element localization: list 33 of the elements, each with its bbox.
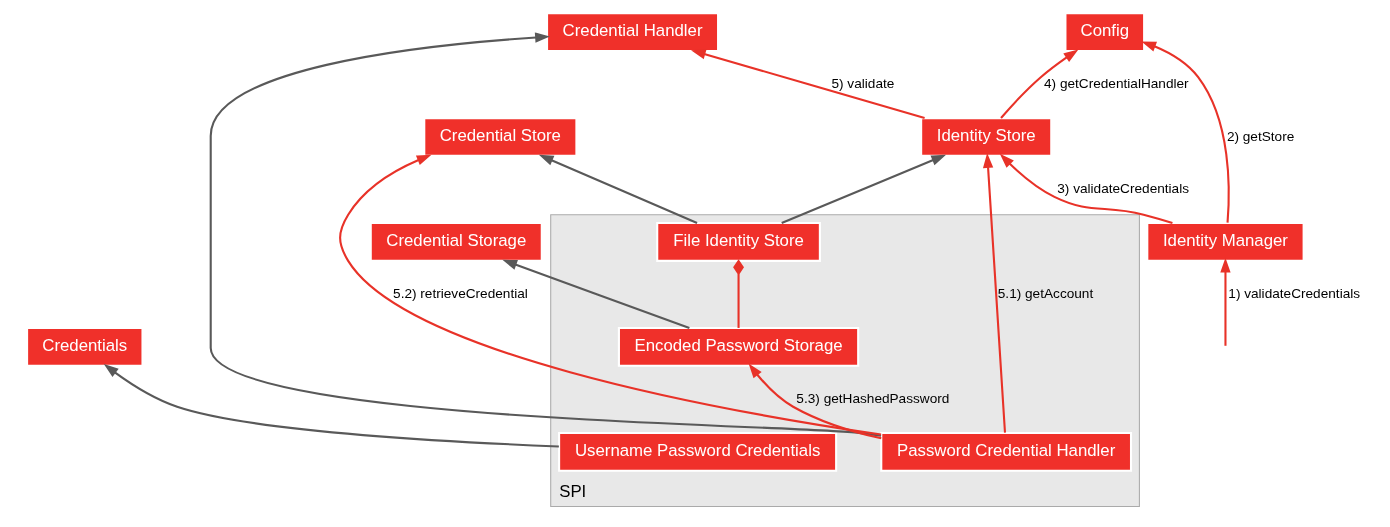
node-box: Password Credential Handler (880, 431, 1133, 472)
node-box: Credentials (26, 326, 144, 367)
node-box: Identity Manager (1146, 221, 1305, 262)
edge-label: 1) validateCredentials (1228, 285, 1361, 301)
arrow (209, 31, 882, 437)
node-box: Credential Store (423, 116, 578, 157)
node-box: File Identity Store (656, 221, 821, 262)
edge-label: 5.1) getAccount (997, 285, 1094, 301)
arrow (103, 363, 559, 448)
arrow (339, 154, 882, 436)
edge-label: 5) validate (831, 75, 895, 91)
edge-label: 4) getCredentialHandler (1043, 75, 1189, 91)
connector (733, 258, 744, 328)
node-box: Encoded Password Storage (617, 326, 860, 367)
arrow (538, 154, 698, 224)
node-box: Identity Store (920, 116, 1053, 157)
edge-label: 5.2) retrieveCredential (393, 285, 528, 301)
arrow (691, 48, 925, 119)
edge-label: 2) getStore (1226, 128, 1295, 144)
arrow (1141, 40, 1230, 223)
arrow (781, 154, 947, 224)
arrow (982, 152, 1007, 433)
node-box: Credential Handler (546, 11, 720, 52)
arrow (1220, 257, 1231, 346)
arrow (748, 362, 882, 439)
arrow (999, 153, 1173, 224)
arrow (1000, 48, 1079, 119)
node-box: Username Password Credentials (558, 431, 838, 472)
edge-label: 3) validateCredentials (1057, 180, 1190, 196)
node-box: Config (1064, 11, 1146, 52)
node-box: Credential Storage (369, 221, 543, 262)
edge-label: 5.3) getHashedPassword (796, 390, 950, 406)
arrow (502, 259, 690, 329)
